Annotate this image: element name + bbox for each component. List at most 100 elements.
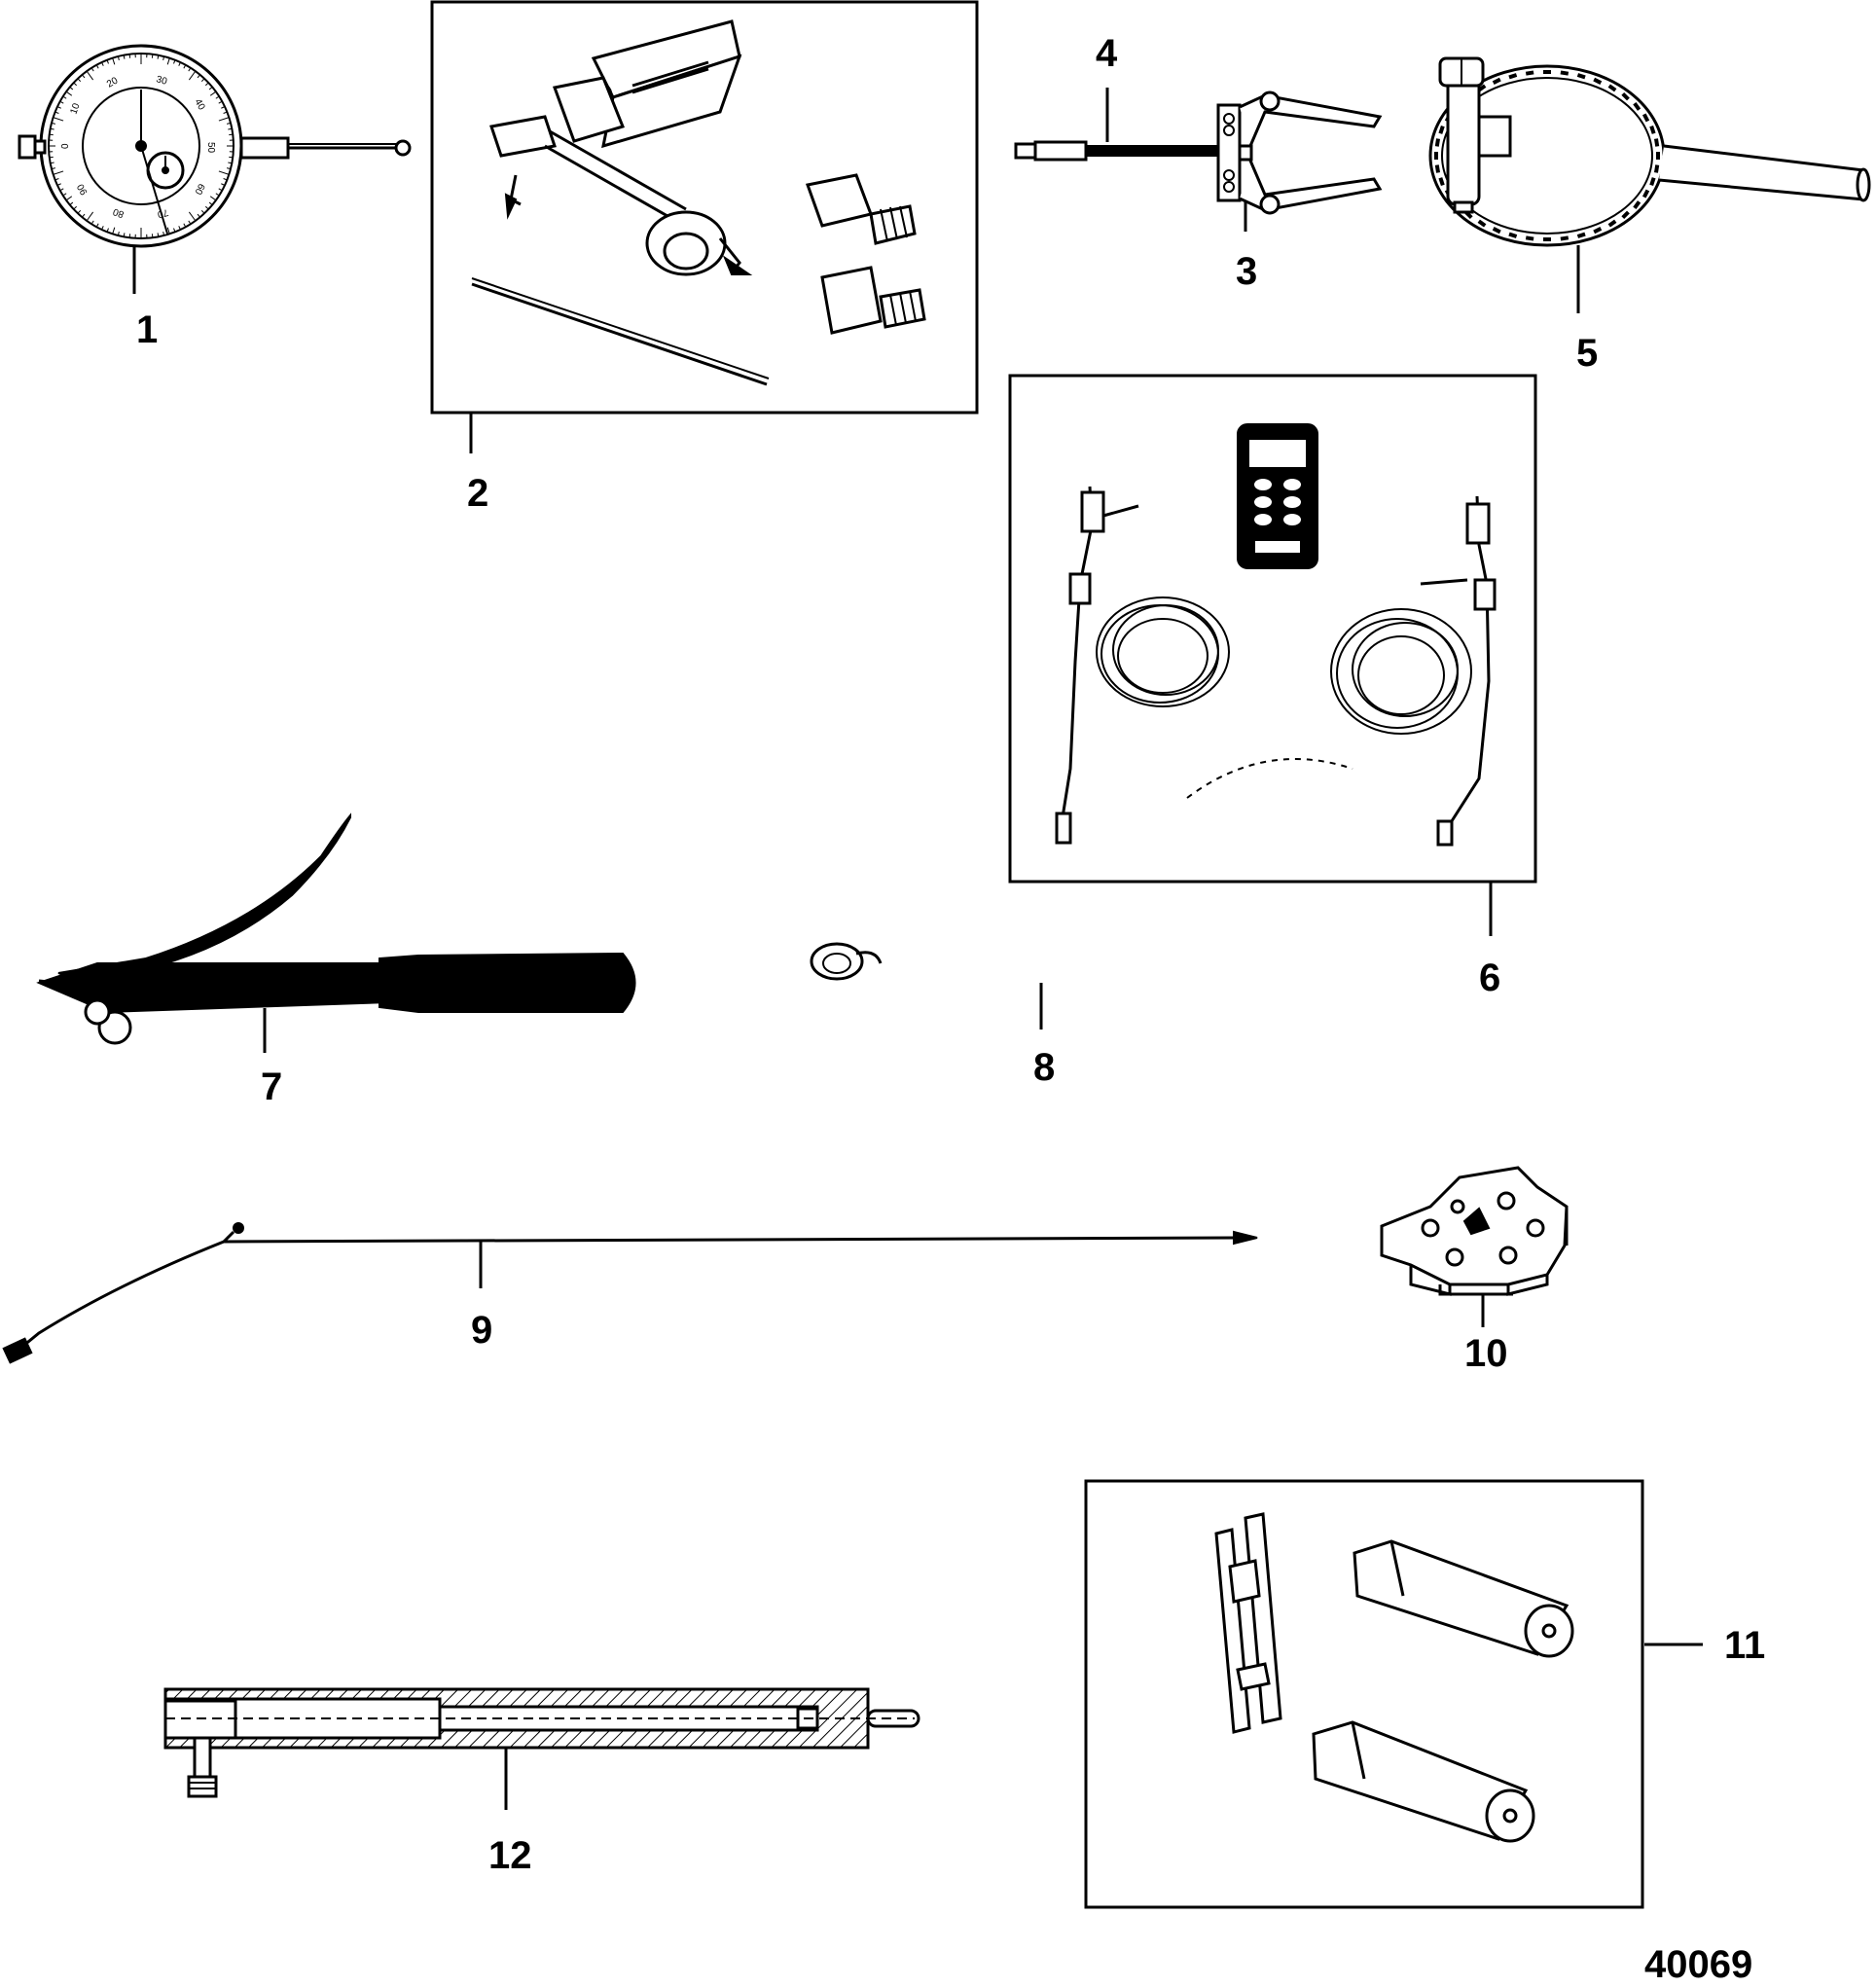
clamp-slot [1477,219,1487,228]
dial-tick [77,78,82,83]
meter-key [1283,514,1301,525]
dial-tick [229,156,234,159]
dial-tick [90,220,94,225]
clamp-slot [1621,91,1630,101]
dial-tick [82,74,86,79]
clamp-slot [1438,126,1445,134]
clamp-slot [1492,227,1501,235]
dial-tick [204,205,209,210]
dial-tick [128,54,131,58]
hose-clamp-tool [1428,56,1871,247]
dial-tick [106,59,109,64]
dial-num-80: 80 [111,205,126,219]
spanner-nut [1380,1166,1569,1296]
clamp-slot [1492,77,1501,85]
dial-tick [200,209,205,214]
dial-tick [173,59,176,64]
dial-tick [218,170,230,175]
clamp-slot [1543,70,1551,74]
dial-tick [53,170,64,175]
dial-tick [151,54,154,58]
clamp-slot [1543,237,1551,241]
clamp-slot [1434,152,1438,160]
dial-tick [209,90,217,96]
dial-tick [221,106,226,109]
dial-num-20: 20 [105,75,121,90]
callout-2: 2 [467,472,488,515]
dial-tick [166,57,170,65]
dial-tick [101,61,104,66]
dial-tick [221,183,226,186]
callout-11: 11 [1724,1624,1765,1667]
callout-9: 9 [471,1309,492,1352]
clamp-slot [1607,84,1617,92]
dial-tick [106,228,109,233]
dial-tick [65,196,73,201]
clamp-slot [1621,210,1630,220]
dial-tick [56,106,61,109]
dial-tick [162,232,165,236]
clamp-slot [1434,164,1441,173]
dial-tick [54,178,59,181]
dial-num-40: 40 [192,97,206,113]
dial-tick [223,178,228,181]
kit-box-2 [430,0,979,415]
clamp-slot [1434,138,1441,147]
dial-tick [188,220,192,225]
dial-tick [208,201,213,205]
clamp-slot [1642,189,1650,199]
dial-tick [95,223,99,228]
pressure-meter-kit [1055,423,1497,847]
callout-5: 5 [1576,332,1598,375]
dial-tick [123,233,126,237]
dial-tick [218,100,223,104]
dial-tick [50,127,54,130]
clamp-slot [1593,77,1603,85]
dial-tick [117,55,120,60]
callout-3: 3 [1236,250,1257,293]
meter-key [1254,496,1272,508]
dial-num-10: 10 [68,101,82,116]
dial-tick [77,209,82,214]
dial-tick [188,70,197,81]
callout-12: 12 [488,1834,532,1877]
puller-jaws [1216,90,1383,215]
dial-tick [218,188,223,192]
dial-tick [49,156,54,159]
dial-tick [209,196,217,201]
dial-tick [62,95,67,99]
dial-tick [69,87,74,90]
dial-tick [86,70,94,81]
shaft-tool [163,1687,920,1798]
dial-tick [112,57,116,65]
clamp-slot [1607,219,1617,228]
dial-tick [123,54,126,59]
clamp-slot [1525,70,1534,76]
figure-id: 40069 [1644,1943,1752,1986]
dial-num-50: 50 [205,142,216,154]
dial-num-90: 90 [75,181,90,197]
dial-tick [197,74,200,79]
clamp-slot [1649,177,1656,186]
callout-6: 6 [1479,957,1500,999]
clamp-slot [1576,232,1586,238]
clamp-slot [1633,102,1642,111]
dial-tick [178,61,181,66]
dial-indicator: 0 10 20 30 40 50 60 70 80 90 [18,44,412,248]
dial-tick [65,90,73,96]
dial-tick [173,228,176,233]
dial-tick [49,133,54,136]
clamp-slot [1576,73,1586,80]
dial-tick [117,232,120,236]
dial-tick [69,201,74,205]
dial-tick [53,117,64,122]
dial-tick [197,213,200,218]
callout-8: 8 [1033,1046,1055,1089]
dial-tick [157,233,160,237]
adaptor-kit [471,19,926,386]
dial-tick [227,122,232,125]
dial-tick [218,117,230,122]
dial-num-30: 30 [155,74,168,88]
dial-tick [200,78,205,83]
